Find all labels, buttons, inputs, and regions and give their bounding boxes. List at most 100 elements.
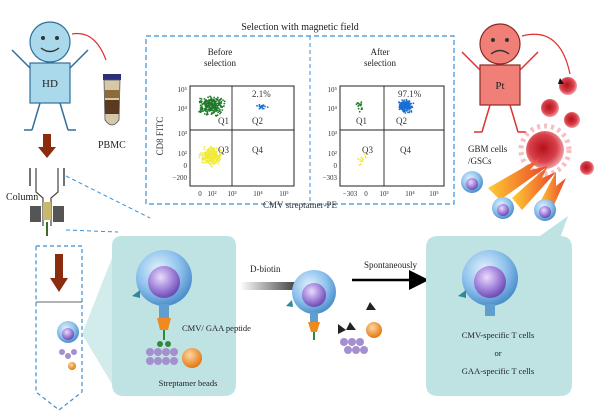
before-q3-dot	[219, 158, 221, 161]
before-q3-dot	[208, 149, 211, 152]
before-q3-dot	[213, 156, 216, 159]
after-q1-dot	[357, 107, 360, 110]
patient-label: Pt	[495, 80, 504, 92]
t-cell-icon	[492, 197, 514, 219]
after-q1-dot	[358, 110, 361, 113]
after-q2-dot	[401, 103, 404, 106]
before-q3-dot	[203, 153, 206, 156]
before-q1-dot	[203, 98, 206, 100]
patient-figure: Pt	[461, 23, 571, 133]
column-icon	[29, 168, 65, 236]
after-q2-dot	[410, 109, 413, 112]
before-q3-dot	[208, 161, 211, 164]
before-q3-dot	[211, 155, 214, 158]
after-q2-dot	[401, 99, 403, 101]
before-q1-dot	[214, 103, 217, 106]
after-q3-dot	[363, 153, 366, 156]
donor-figure: HD	[11, 21, 107, 131]
before-q1-dot	[213, 100, 216, 102]
before-q2-dot	[261, 104, 263, 107]
flow-plots-title: Selection with magnetic field	[241, 22, 358, 33]
pbmc-tube-icon	[103, 74, 121, 126]
column-label: Column	[6, 192, 38, 203]
before-q1-dot	[210, 109, 212, 112]
after-q2-dot	[408, 104, 411, 107]
before-q1-dot	[220, 100, 223, 103]
donor-connector	[71, 32, 107, 61]
before-q3-dot	[213, 149, 216, 152]
before-q3-dot	[203, 146, 206, 148]
before-q3-dot	[206, 148, 209, 151]
after-q1-dot	[360, 103, 363, 106]
after-title-2: selection	[364, 58, 396, 68]
before-y-tick: 10²	[178, 150, 187, 158]
before-q4: Q4	[252, 145, 263, 155]
before-q1-dot	[209, 106, 212, 109]
t-cell-free-icon	[458, 250, 518, 316]
before-q1-dot	[204, 110, 207, 112]
attacking-t-cells	[461, 171, 556, 221]
before-q1-dot	[200, 98, 203, 100]
before-q2-dot	[258, 107, 261, 110]
before-q1-dot	[219, 112, 221, 115]
before-q3-dot	[201, 161, 204, 163]
after-q2-dot	[402, 105, 405, 107]
t-cell-complex-icon	[132, 250, 202, 368]
before-q3-dot	[213, 147, 216, 150]
t-cell-icon	[534, 199, 556, 221]
before-q3-dot	[206, 161, 209, 163]
before-q1-dot	[211, 104, 214, 106]
before-q3-dot	[207, 159, 210, 162]
before-q3-dot	[211, 160, 214, 162]
before-q1-dot	[206, 113, 209, 116]
after-q2-dot	[405, 99, 408, 102]
before-q1-dot	[199, 109, 202, 112]
before-q2-dot	[264, 105, 266, 108]
streptamer-beads-icon	[146, 348, 178, 365]
before-q3-dot	[198, 154, 201, 157]
before-q1-dot	[199, 97, 202, 100]
before-q3-dot	[219, 149, 222, 152]
before-title-1: Before	[208, 47, 233, 57]
after-x-tick: 0	[364, 190, 368, 198]
gbm-label-1: GBM cells	[468, 144, 508, 154]
before-x-tick: 10⁴	[253, 190, 263, 198]
before-title-2: selection	[204, 58, 236, 68]
before-q1-dot	[220, 111, 222, 114]
before-q1-dot	[199, 100, 202, 102]
after-q3-dot	[359, 158, 361, 161]
before-q1-dot	[223, 102, 226, 105]
before-q3-dot	[214, 155, 217, 158]
before-q1-dot	[199, 101, 201, 104]
flow-plots-frame	[145, 35, 455, 205]
before-y-tick: 10⁵	[178, 86, 188, 94]
before-q1-dot	[207, 108, 210, 110]
before-q3-dot	[209, 146, 212, 148]
before-q1-dot	[205, 100, 208, 103]
before-q3-dot	[215, 161, 218, 164]
before-q3-dot	[216, 159, 219, 161]
before-q1-dot	[220, 105, 222, 107]
t-cell-icon	[461, 171, 483, 193]
before-y-tick: 10⁴	[178, 105, 188, 113]
before-q3-dot	[218, 156, 221, 159]
selection-tube	[35, 245, 83, 411]
before-q1-dot	[217, 111, 220, 114]
before-q1-dot	[205, 103, 208, 106]
before-q3-dot	[219, 154, 222, 157]
before-q1-dot	[213, 96, 216, 99]
spontaneously-label: Spontaneously	[364, 260, 417, 270]
before-q3-dot	[210, 150, 213, 153]
donor-label: HD	[42, 78, 58, 90]
before-q3: Q3	[218, 145, 229, 155]
after-q1-dot	[360, 101, 363, 104]
before-q3-dot	[216, 154, 219, 157]
after-y-tick: 10²	[328, 150, 337, 158]
after-x-tick: −303	[343, 190, 358, 198]
y-axis-label: CD8 FITC	[155, 117, 165, 156]
after-q3-dot	[364, 155, 367, 158]
before-q1-dot	[218, 110, 221, 113]
before-q1-dot	[211, 99, 214, 101]
before-q3-dot	[215, 147, 218, 150]
